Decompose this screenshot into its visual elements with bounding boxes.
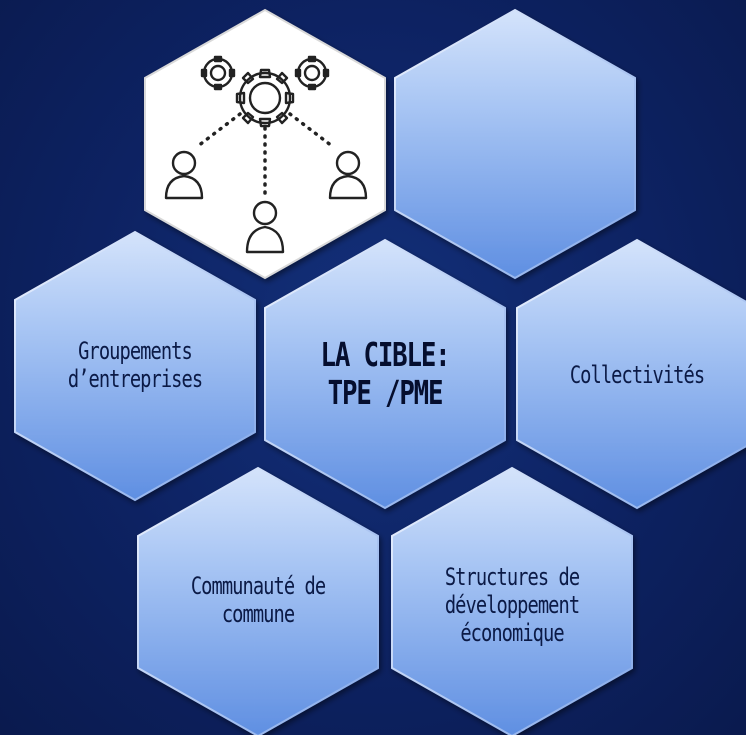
gear-icon-small-right <box>294 55 330 91</box>
hex-center <box>264 238 506 510</box>
network-people-gears-icon <box>164 55 368 254</box>
connector-dots <box>196 112 334 198</box>
center-title-line1: LA CIBLE: <box>320 335 451 375</box>
label-groupements: Groupements d’entreprises <box>67 336 203 393</box>
label-communaute: Communauté de commune <box>190 571 326 628</box>
person-icon-right <box>328 150 368 200</box>
person-icon-left <box>164 150 204 200</box>
label-center-target: LA CIBLE: TPE /PME <box>303 324 467 424</box>
center-title-line2: TPE /PME <box>327 373 444 412</box>
hex-top-right <box>394 8 636 280</box>
label-structures: Structures de développement économique <box>444 562 580 648</box>
hex-right <box>516 238 746 510</box>
label-collectivites: Collectivités <box>569 360 705 389</box>
gear-icon-large <box>235 68 295 128</box>
hex-bottom-left <box>137 466 379 735</box>
hex-left <box>14 230 256 502</box>
hex-bottom-right <box>391 466 633 735</box>
person-icon-bottom <box>245 200 285 254</box>
gear-icon-small-left <box>200 55 236 91</box>
